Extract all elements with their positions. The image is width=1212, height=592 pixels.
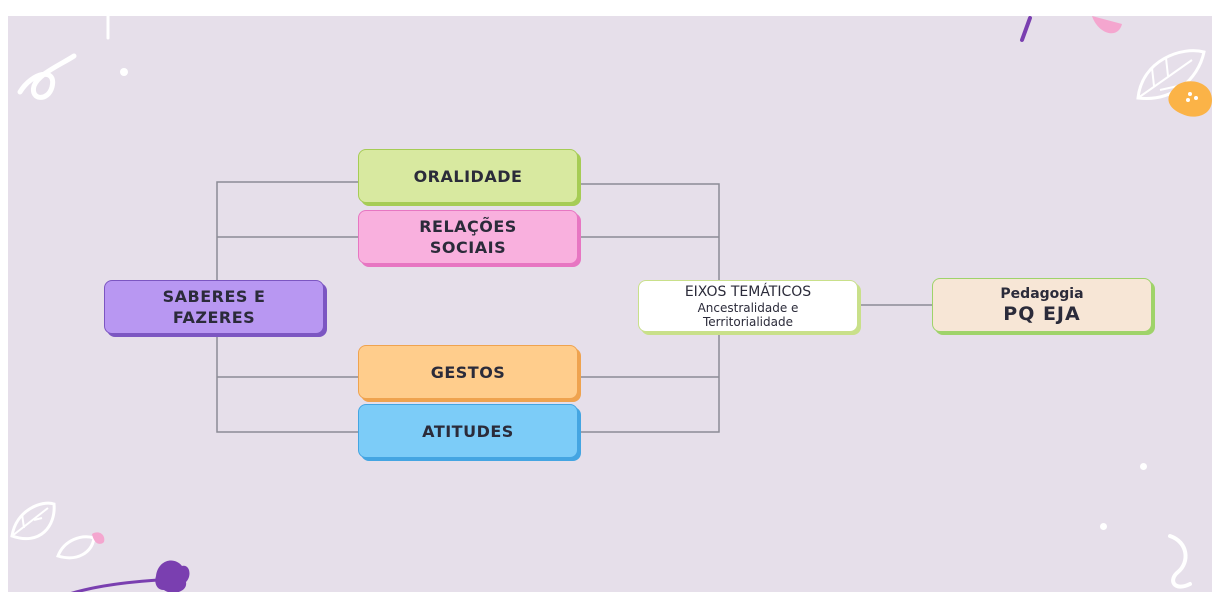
node-pedagogia-pq-eja: Pedagogia PQ EJA: [932, 278, 1152, 332]
connector-group: [216, 181, 932, 433]
node-saberes-fazeres: SABERES E FAZERES: [104, 280, 324, 334]
node-saberes-fazeres-label: SABERES E FAZERES: [162, 287, 266, 327]
node-oralidade: ORALIDADE: [358, 149, 578, 203]
diagram-canvas: SABERES E FAZERES ORALIDADE RELAÇÕES SOC…: [8, 16, 1212, 592]
connector-lines: [216, 181, 932, 433]
leaf-decoration: [1136, 49, 1206, 100]
line-decoration: [106, 16, 110, 40]
node-gestos-label: GESTOS: [430, 362, 506, 382]
node-relacoes-sociais: RELAÇÕES SOCIAIS: [358, 210, 578, 264]
node-eixos-tematicos: EIXOS TEMÁTICOS Ancestralidade e Territo…: [638, 280, 858, 332]
stroke-decoration: [1020, 16, 1032, 42]
dot-decoration: [120, 68, 128, 76]
blob-decoration: [1168, 81, 1212, 117]
node-eixos-subtitle: Ancestralidade e Territorialidade: [697, 300, 799, 329]
leaf-decoration: [10, 501, 105, 560]
connector-left-top: [216, 181, 358, 281]
flower-decoration: [70, 560, 190, 592]
dot-decoration: [1140, 463, 1147, 470]
node-relacoes-sociais-label: RELAÇÕES SOCIAIS: [419, 217, 517, 257]
node-oralidade-label: ORALIDADE: [413, 166, 523, 186]
dot-decoration: [1100, 523, 1107, 530]
connector-right-top: [578, 183, 720, 280]
connector-left-bottom: [216, 334, 358, 433]
node-eixos-title: EIXOS TEMÁTICOS: [684, 283, 812, 300]
swirl-decoration: [17, 53, 77, 100]
node-gestos: GESTOS: [358, 345, 578, 399]
node-pedagogia-line2: PQ EJA: [1003, 303, 1081, 325]
swirl-decoration: [1168, 534, 1192, 589]
node-atitudes: ATITUDES: [358, 404, 578, 458]
node-atitudes-label: ATITUDES: [422, 421, 514, 441]
connector-right-bottom: [578, 332, 720, 433]
petal-decoration: [1092, 16, 1122, 34]
node-pedagogia-line1: Pedagogia: [1000, 286, 1084, 302]
